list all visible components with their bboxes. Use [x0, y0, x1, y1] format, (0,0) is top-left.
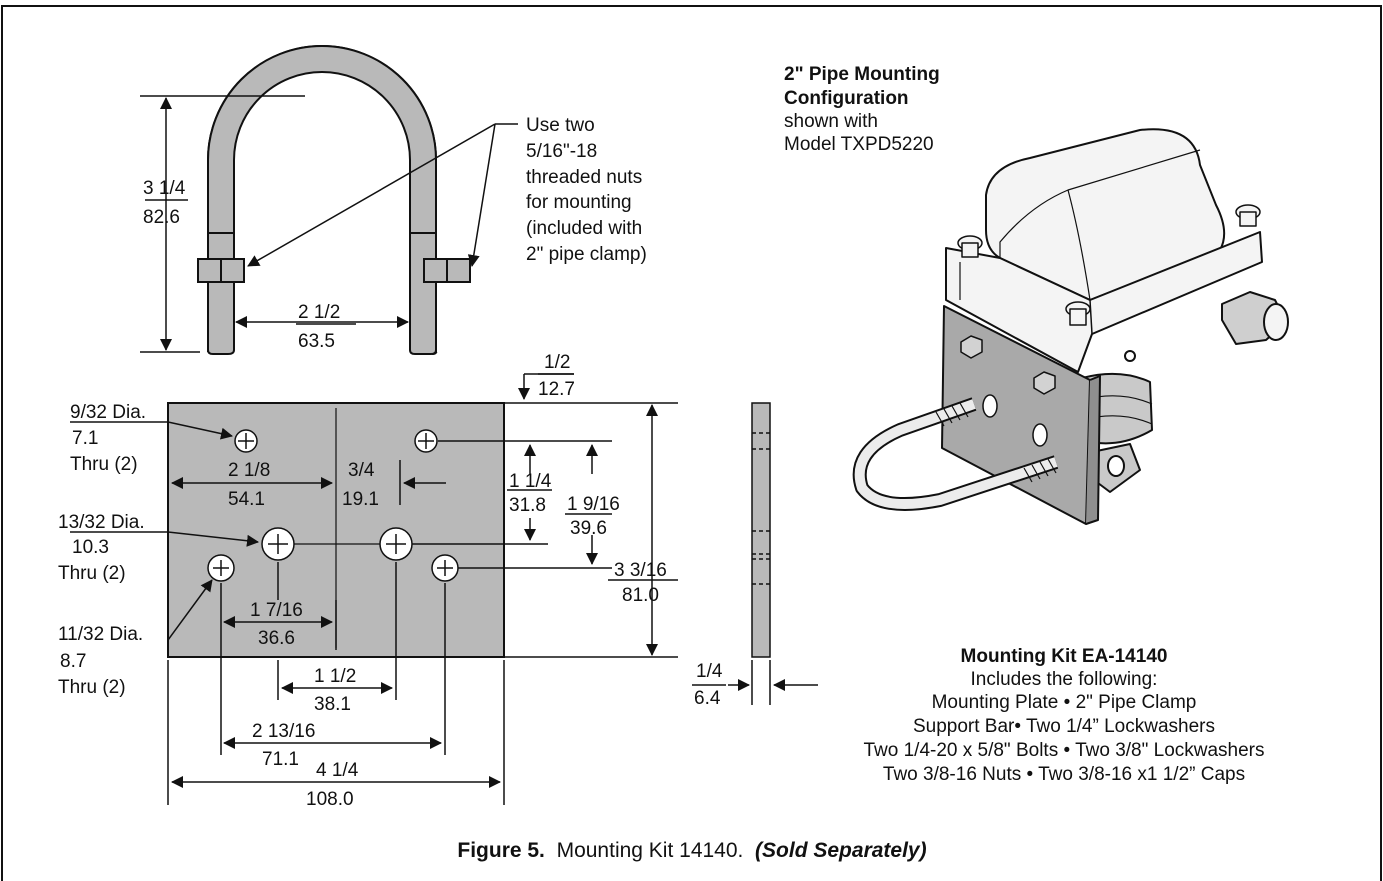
- dim-1-1-4-in: 1 1/4: [509, 471, 552, 492]
- dim-2-13-16-mm: 71.1: [262, 749, 299, 770]
- caption-text: Mounting Kit 14140.: [545, 839, 755, 862]
- ubolt-note-line: for mounting: [526, 192, 632, 213]
- hole-med-mm: 8.7: [60, 651, 86, 672]
- ubolt-note-line: threaded nuts: [526, 167, 642, 188]
- caption-note: (Sold Separately): [755, 839, 927, 862]
- dim-3-4-in: 3/4: [348, 460, 375, 481]
- dim-1-1-2-mm: 38.1: [314, 694, 351, 715]
- ubolt-note-line: Use two: [526, 115, 595, 136]
- plate-holes: [207, 429, 459, 582]
- ubolt-note-line: (included with: [526, 218, 642, 239]
- dim-1-2-in: 1/2: [544, 352, 570, 373]
- hole-med-right: [431, 554, 459, 582]
- dim-1-1-2-in: 1 1/2: [314, 666, 356, 687]
- plate-side-view: [692, 402, 818, 705]
- hole-large-label: 13/32 Dia.: [58, 512, 145, 533]
- dim-1-2-mm: 12.7: [538, 379, 575, 400]
- config-line4: Model TXPD5220: [784, 134, 934, 155]
- hole-med-thru: Thru (2): [58, 677, 126, 698]
- kit-list: Mounting Kit EA-14140 Includes the follo…: [863, 646, 1264, 785]
- hole-large-mm: 10.3: [72, 537, 109, 558]
- side-thick-mm: 6.4: [694, 688, 721, 709]
- dim-1-7-16-in: 1 7/16: [250, 600, 303, 621]
- kit-title: Mounting Kit EA-14140: [961, 646, 1168, 667]
- config-title: 2" Pipe Mounting Configuration shown wit…: [784, 64, 940, 155]
- config-title-line1: 2" Pipe Mounting: [784, 64, 940, 85]
- config-line3: shown with: [784, 111, 878, 132]
- dim-1-1-4-mm: 31.8: [509, 495, 546, 516]
- hole-small-left: [234, 429, 258, 453]
- dim-1-7-16-mm: 36.6: [258, 628, 295, 649]
- ubolt-height-mm: 82.6: [143, 207, 180, 228]
- kit-line: Support Bar• Two 1/4” Lockwashers: [913, 716, 1215, 737]
- ubolt-note-line: 5/16"-18: [526, 141, 597, 162]
- hole-small-right: [414, 429, 438, 453]
- ubolt-height-in: 3 1/4: [143, 178, 186, 199]
- ubolt-width-mm: 63.5: [298, 331, 335, 352]
- dim-2-1-8-mm: 54.1: [228, 489, 265, 510]
- dim-3-4-mm: 19.1: [342, 489, 379, 510]
- dim-2-13-16-in: 2 13/16: [252, 721, 315, 742]
- config-title-line2: Configuration: [784, 88, 909, 109]
- kit-line: Two 3/8-16 Nuts • Two 3/8-16 x1 1/2” Cap…: [883, 764, 1245, 785]
- figure-caption: Figure 5. Mounting Kit 14140. (Sold Sepa…: [457, 839, 926, 862]
- hole-med-left: [207, 554, 235, 582]
- dim-4-1-4-in: 4 1/4: [316, 760, 359, 781]
- hole-small-label: 9/32 Dia.: [70, 402, 146, 423]
- dim-3-3-16-in: 3 3/16: [614, 560, 667, 581]
- kit-line: Includes the following:: [971, 669, 1158, 690]
- dim-3-3-16-mm: 81.0: [622, 585, 659, 606]
- figure-frame: [1, 5, 1382, 881]
- dim-4-1-4-mm: 108.0: [306, 789, 354, 810]
- ubolt-note-line: 2" pipe clamp): [526, 244, 647, 265]
- plate-dimension-lines: [70, 373, 678, 805]
- hole-large-right: [379, 527, 413, 561]
- dim-1-9-16-in: 1 9/16: [567, 494, 620, 515]
- hole-large-thru: Thru (2): [58, 563, 126, 584]
- dim-2-1-8-in: 2 1/8: [228, 460, 270, 481]
- u-bolt-dimensions: [140, 95, 518, 353]
- u-bolt-drawing: [197, 45, 471, 355]
- caption-figure: Figure 5.: [457, 839, 545, 862]
- hole-med-label: 11/32 Dia.: [58, 624, 143, 645]
- transmitter-illustration: [852, 128, 1289, 525]
- kit-line: Mounting Plate • 2" Pipe Clamp: [932, 692, 1197, 713]
- kit-line: Two 1/4-20 x 5/8" Bolts • Two 3/8" Lockw…: [863, 740, 1264, 761]
- ubolt-width-in: 2 1/2: [298, 302, 340, 323]
- hole-large-left: [261, 527, 295, 561]
- ubolt-note: Use two 5/16"-18 threaded nuts for mount…: [526, 115, 647, 265]
- hole-small-thru: Thru (2): [70, 454, 138, 475]
- dim-1-9-16-mm: 39.6: [570, 518, 607, 539]
- hole-small-mm: 7.1: [72, 428, 98, 449]
- side-thick-in: 1/4: [696, 661, 723, 682]
